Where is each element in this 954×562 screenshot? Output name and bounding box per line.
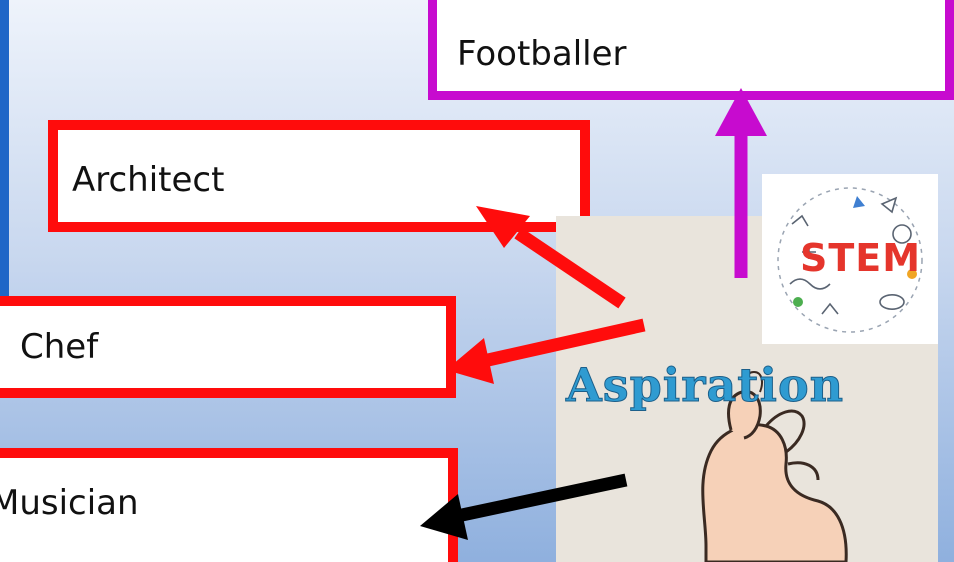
arrow-musician (460, 473, 628, 522)
label-musician: Musician (0, 483, 139, 523)
arrow-architect-head (476, 206, 530, 248)
arrow-chef (486, 318, 646, 367)
label-box-footballer: Footballer (428, 0, 954, 100)
arrow-chef-head (446, 338, 494, 384)
stem-doodles (777, 187, 923, 333)
arrow-footballer-head (715, 88, 767, 136)
arrow-musician-head (420, 494, 468, 540)
label-box-musician: Musician (0, 448, 458, 562)
hand-drawing (701, 370, 848, 562)
label-footballer: Footballer (457, 34, 627, 74)
left-accent-strip (0, 0, 9, 300)
label-architect: Architect (72, 160, 225, 200)
aspiration-word: Aspiration (565, 358, 845, 413)
label-chef: Chef (20, 327, 99, 367)
arrow-architect (514, 227, 626, 309)
stem-image (762, 174, 938, 344)
label-box-chef: Chef (0, 296, 456, 398)
stem-word: STEM (800, 236, 922, 280)
